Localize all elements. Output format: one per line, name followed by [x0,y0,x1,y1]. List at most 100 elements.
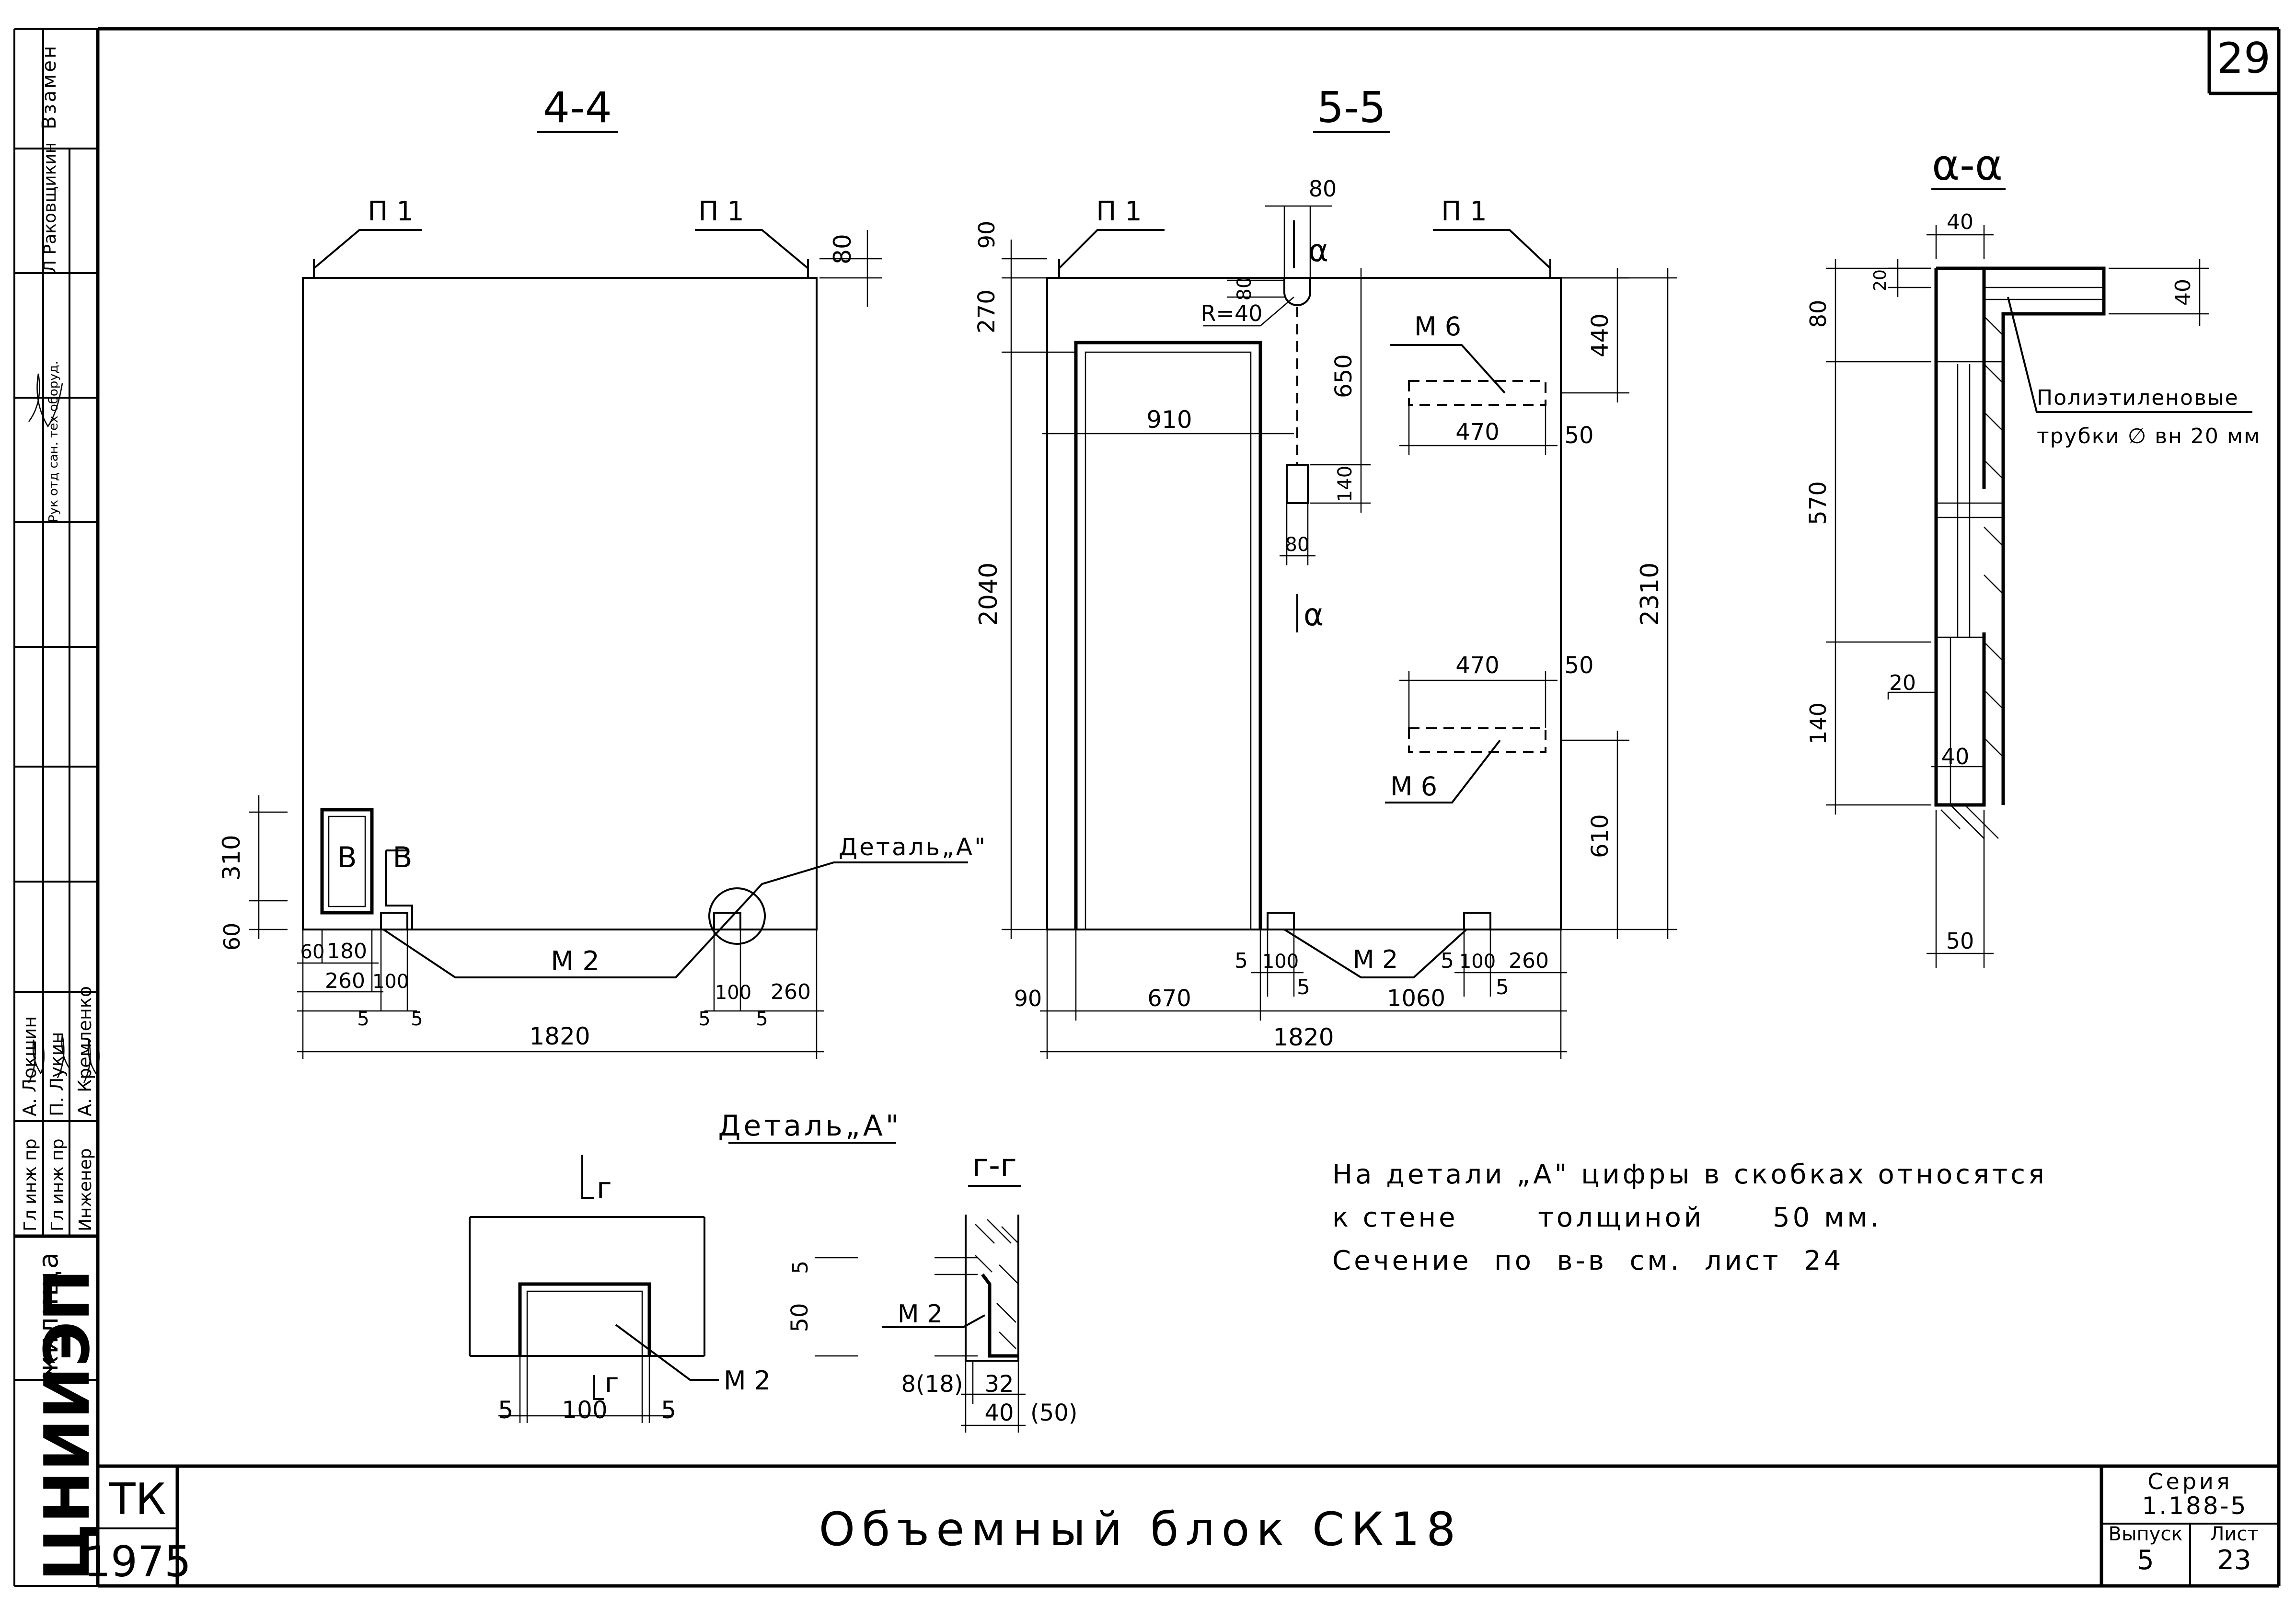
gg-dim-32: 32 [984,1371,1014,1398]
p1-right-4-4: П 1 [698,196,744,227]
dim-310: 310 [218,835,245,880]
list-label: Лист [2210,1523,2258,1545]
stamp-role-1: Гл инж пр [21,1138,40,1231]
sheet-number: 29 [2217,34,2271,83]
dim-5-a: 5 [1235,949,1248,973]
dim-5-d: 5 [1496,975,1509,999]
m2-label-5-5: М 2 [1353,945,1398,974]
gg-dim-50-alt: (50) [1030,1400,1078,1426]
dim-90-top: 90 [974,221,1000,249]
detail-dim-100: 100 [562,1396,607,1424]
gg-dim-5: 5 [788,1261,813,1274]
gg-dim-50: 50 [786,1303,813,1332]
dim-80-slot: 80 [1234,276,1256,301]
section-mark-top: г [597,1171,612,1205]
sheet-title: Объемный блок СК18 [819,1503,1463,1556]
dim-470-top: 470 [1455,419,1500,446]
dim-50-bottom: 50 [1564,652,1593,679]
section-a-a: α-α 40 20 40 80 570 140 20 40 50 Полиэти… [1805,140,2260,968]
dim-910: 910 [1146,406,1192,434]
radius-label: R=40 [1200,300,1262,326]
section-a-bottom: α [1304,597,1324,633]
dim-5-left-b: 5 [411,1008,423,1030]
dim-260-5-5: 260 [1509,949,1549,973]
dim-80-aa: 80 [1805,300,1831,328]
stamp-name-2: П. Лукин [46,1032,68,1116]
dim-80-top-5-5: 80 [1309,176,1337,202]
dim-2310: 2310 [1636,562,1664,626]
dim-80-4-4: 80 [829,234,856,264]
year-label: 1975 [84,1537,191,1586]
section-a-a-title: α-α [1932,140,2003,190]
dim-50-aa: 50 [1946,928,1974,954]
org-sub-label: жилища [33,1251,64,1380]
dim-670: 670 [1147,985,1191,1012]
p1-left-5-5: П 1 [1096,196,1142,227]
dim-5-right-b: 5 [756,1008,768,1030]
list-value: 23 [2217,1545,2251,1576]
view-4-4-title: 4-4 [543,83,612,132]
dim-total-4-4: 1820 [529,1022,590,1050]
dim-5-c: 5 [1441,949,1454,973]
dim-90-bottom: 90 [1014,986,1042,1011]
stamp-role-3: Инженер [76,1148,95,1231]
detail-a-circle [708,887,766,945]
m6-bottom-label: М 6 [1390,771,1437,802]
side-stamp [13,28,98,1587]
dim-60-bottom: 60 [300,941,325,963]
dim-140-aa: 140 [1805,702,1831,745]
detail-a-title: Деталь„А" [718,1109,902,1143]
dim-270: 270 [973,289,1000,333]
gg-dim-8-18: 8(18) [901,1371,963,1398]
detail-dim-5-left: 5 [498,1396,513,1424]
gg-dim-40: 40 [984,1400,1014,1426]
series-value: 1.188-5 [2142,1492,2248,1520]
m2-label-gg: М 2 [898,1300,943,1329]
sheet-frame [96,27,2281,1588]
dim-20-mid-aa: 20 [1889,671,1916,695]
dim-80-plate: 80 [1285,534,1310,556]
vzamen-label: Взамен [38,44,60,129]
dim-2040: 2040 [974,562,1003,626]
inspection-opening [320,808,374,915]
dim-470-bottom: 470 [1455,652,1500,679]
section-g-g-title: г-г [972,1147,1016,1184]
section-mark-bottom: г [605,1367,619,1399]
dim-60-side: 60 [219,923,245,951]
detail-dim-5-right: 5 [661,1396,676,1424]
m2-label-4-4: М 2 [551,946,600,977]
series-label: Серия [2147,1469,2232,1494]
stamp-upper-name: Л Раковщикин [40,142,60,273]
p1-right-5-5: П 1 [1441,196,1487,227]
org-logo: ЦНИИЭП [31,1269,104,1581]
dim-440: 440 [1587,313,1614,357]
dim-570: 570 [1805,481,1832,525]
dim-100-b: 100 [1459,951,1496,973]
wall-outline-5-5 [1046,277,1562,930]
m6-top-label: М 6 [1414,311,1461,342]
view-4-4: 4-4 П 1 П 1 80 В В Деталь„А" М 2 310 60 … [218,83,987,1059]
view-5-5: 5-5 П 1 П 1 90 270 2040 80 α 80 R=40 910… [973,83,1677,1059]
dim-650: 650 [1330,354,1357,398]
dim-100-right: 100 [715,982,751,1004]
note-line-2: к стене толщиной 50 мм. [1332,1202,1881,1233]
dim-5-right-a: 5 [698,1008,710,1030]
m6-bottom-plate [1408,727,1546,753]
section-a-top: α [1308,233,1328,269]
tk-label: ТК [109,1474,166,1525]
note-line-3: Сечение по в-в см. лист 24 [1332,1245,1844,1276]
dim-total-5-5: 1820 [1273,1023,1334,1051]
note-line-1: На детали „А" цифры в скобках относятся [1332,1159,2047,1190]
dim-40-top-aa: 40 [1947,210,1973,234]
m2-label-detail: М 2 [724,1366,771,1396]
dim-5-b: 5 [1297,975,1310,999]
signature-marks [28,373,100,1083]
stamp-name-3: А. Кремленко [74,986,95,1116]
section-g-g: г-г 5 50 М 2 8(18) 32 40 (50) [786,1147,1078,1433]
dim-260-right: 260 [771,980,811,1004]
dim-50-top: 50 [1564,422,1593,449]
dim-260-left: 260 [325,969,365,993]
dim-180: 180 [327,939,367,964]
detail-a-label-4-4: Деталь„А" [839,833,987,861]
